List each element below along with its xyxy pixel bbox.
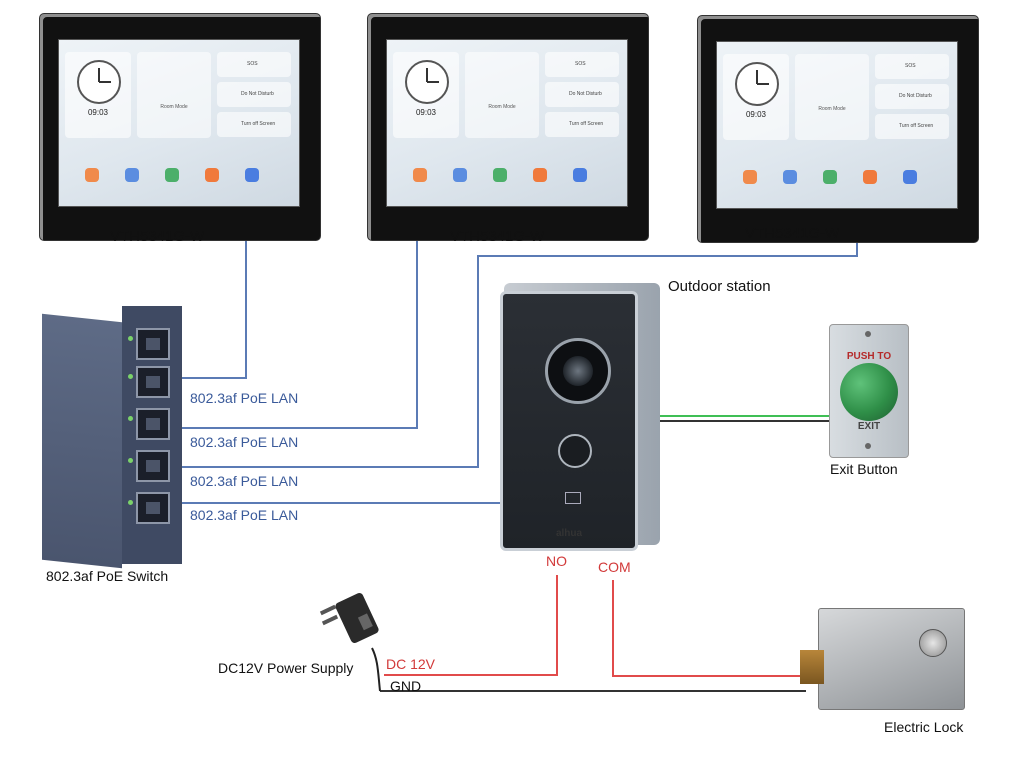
camera-lens-icon (545, 338, 611, 404)
switch-port-1[interactable] (136, 328, 170, 360)
poe-wire-1 (150, 238, 247, 379)
time-display: 09:03 (745, 110, 767, 119)
psu-cable (371, 647, 381, 692)
sos-button[interactable]: SOS (217, 52, 291, 77)
alarm-app-icon[interactable] (533, 168, 547, 182)
message-app-icon[interactable] (453, 168, 467, 182)
switch-port-4[interactable] (136, 450, 170, 482)
mode-widget[interactable]: Room Mode (795, 54, 869, 140)
monitor-2-label: VTH5341G-W (450, 228, 545, 245)
call-app-icon[interactable] (823, 170, 837, 184)
power-supply-label: DC12V Power Supply (218, 660, 354, 676)
sos-button[interactable]: SOS (545, 52, 619, 77)
video-app-icon[interactable] (85, 168, 99, 182)
poe-wire-3 (150, 240, 858, 468)
video-app-icon[interactable] (413, 168, 427, 182)
message-app-icon[interactable] (125, 168, 139, 182)
com-wire (612, 580, 805, 677)
outdoor-station-label: Outdoor station (668, 278, 771, 295)
port-led-icon (128, 416, 133, 421)
card-reader-icon (565, 492, 581, 504)
switch-front-panel (122, 306, 182, 564)
call-button[interactable] (558, 434, 592, 468)
settings-app-icon[interactable] (245, 168, 259, 182)
dnd-button[interactable]: Do Not Disturb (875, 84, 949, 109)
screw-icon (865, 331, 871, 337)
message-app-icon[interactable] (783, 170, 797, 184)
screen-off-button[interactable]: Turn off Screen (875, 114, 949, 139)
port-led-icon (128, 500, 133, 505)
clock-widget: 09:03 (65, 52, 131, 138)
screen-off-button[interactable]: Turn off Screen (545, 112, 619, 137)
monitor-3-label: VTH5341G-W (745, 225, 840, 242)
settings-app-icon[interactable] (573, 168, 587, 182)
mode-label: Room Mode (488, 104, 516, 110)
electric-lock-label: Electric Lock (884, 719, 964, 735)
poe-link-label-4: 802.3af PoE LAN (190, 507, 299, 523)
indoor-monitor-1: 09:03 Room Mode SOS Do Not Disturb Turn … (40, 14, 320, 240)
com-terminal-label: COM (598, 559, 631, 575)
call-app-icon[interactable] (165, 168, 179, 182)
time-display: 09:03 (87, 108, 109, 117)
indoor-monitor-2: 09:03 Room Mode SOS Do Not Disturb Turn … (368, 14, 648, 240)
poe-switch (42, 306, 182, 569)
electric-lock (800, 590, 970, 712)
brand-logo: alhua (555, 528, 583, 539)
gnd-label: GND (390, 678, 422, 694)
port-led-icon (128, 458, 133, 463)
clock-widget: 09:03 (393, 52, 459, 138)
dnd-button[interactable]: Do Not Disturb (545, 82, 619, 107)
no-terminal-label: NO (546, 553, 567, 569)
settings-app-icon[interactable] (903, 170, 917, 184)
time-display: 09:03 (415, 108, 437, 117)
poe-link-label-1: 802.3af PoE LAN (190, 390, 299, 406)
mode-label: Room Mode (160, 104, 188, 110)
monitor-1-label: VTH5341G-W (110, 228, 205, 245)
alarm-app-icon[interactable] (205, 168, 219, 182)
call-app-icon[interactable] (493, 168, 507, 182)
poe-wire-2 (150, 240, 418, 429)
mode-label: Room Mode (818, 106, 846, 112)
clock-icon (735, 62, 779, 106)
push-dome-icon (840, 363, 898, 421)
switch-port-3[interactable] (136, 408, 170, 440)
exit-bottom-text: EXIT (857, 421, 881, 432)
monitor-screen: 09:03 Room Mode SOS Do Not Disturb Turn … (386, 39, 628, 207)
key-cylinder-icon (919, 629, 947, 657)
lock-bolt-icon (800, 650, 824, 684)
poe-link-label-2: 802.3af PoE LAN (190, 434, 299, 450)
exit-button-device[interactable]: PUSH TO EXIT (829, 324, 909, 458)
lock-body (818, 608, 965, 710)
port-led-icon (128, 336, 133, 341)
dc12v-label: DC 12V (386, 656, 436, 672)
video-app-icon[interactable] (743, 170, 757, 184)
switch-port-5[interactable] (136, 492, 170, 524)
clock-icon (77, 60, 121, 104)
exit-button-label: Exit Button (830, 461, 898, 477)
sos-button[interactable]: SOS (875, 54, 949, 79)
port-led-icon (128, 374, 133, 379)
clock-widget: 09:03 (723, 54, 789, 140)
switch-side-panel (42, 313, 122, 569)
outdoor-station: alhua (496, 283, 664, 551)
screen-off-button[interactable]: Turn off Screen (217, 112, 291, 137)
exit-top-text: PUSH TO (846, 351, 892, 362)
no-wire (384, 575, 558, 676)
indoor-monitor-3: 09:03 Room Mode SOS Do Not Disturb Turn … (698, 16, 978, 242)
clock-icon (405, 60, 449, 104)
poe-link-label-3: 802.3af PoE LAN (190, 473, 299, 489)
station-face: alhua (500, 291, 638, 551)
switch-label: 802.3af PoE Switch (46, 568, 169, 584)
dnd-button[interactable]: Do Not Disturb (217, 82, 291, 107)
screw-icon (865, 443, 871, 449)
alarm-app-icon[interactable] (863, 170, 877, 184)
mode-widget[interactable]: Room Mode (137, 52, 211, 138)
mode-widget[interactable]: Room Mode (465, 52, 539, 138)
switch-port-2[interactable] (136, 366, 170, 398)
monitor-screen: 09:03 Room Mode SOS Do Not Disturb Turn … (716, 41, 958, 209)
monitor-screen: 09:03 Room Mode SOS Do Not Disturb Turn … (58, 39, 300, 207)
power-adapter-icon (319, 593, 379, 643)
